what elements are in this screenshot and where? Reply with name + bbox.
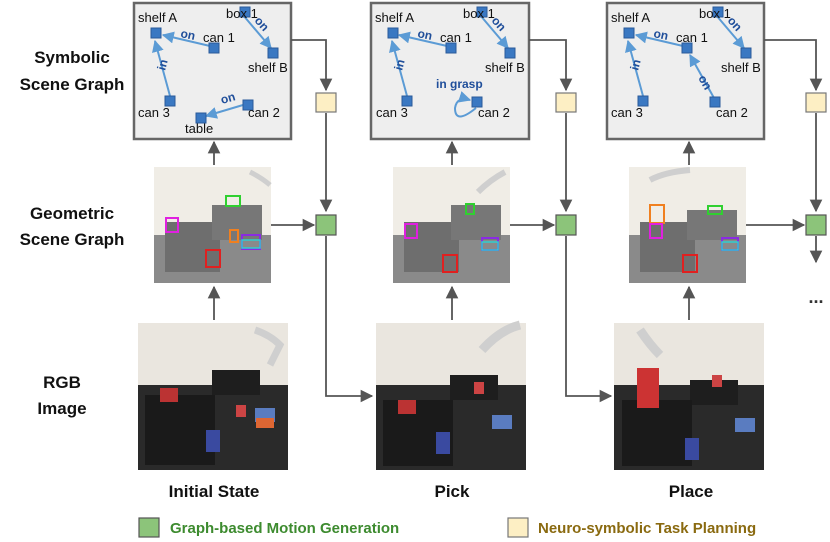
task-planning-node xyxy=(555,92,577,113)
row-label-geometric: Geometric Scene Graph xyxy=(20,204,125,249)
geometric-scene-graph-image xyxy=(393,167,510,283)
node-shelf-b xyxy=(267,47,279,59)
rgb-image xyxy=(138,323,288,470)
svg-text:can 1: can 1 xyxy=(203,30,235,45)
svg-text:on: on xyxy=(652,26,669,43)
row-label-symbolic: Symbolic Scene Graph xyxy=(20,48,125,94)
node-table xyxy=(195,112,207,124)
node-box-1 xyxy=(712,6,724,18)
node-can-1 xyxy=(445,42,457,54)
node-can-3 xyxy=(164,95,176,107)
svg-text:on: on xyxy=(695,73,714,93)
node-can-3 xyxy=(637,95,649,107)
svg-text:on: on xyxy=(179,26,196,43)
svg-text:Image: Image xyxy=(37,399,86,418)
node-shelf-a xyxy=(150,27,162,39)
node-shelf-b xyxy=(504,47,516,59)
svg-text:in: in xyxy=(391,58,407,72)
motion-generation-node xyxy=(805,214,827,236)
symbolic-scene-graph-panel: shelf A box 1 can 1 shelf B can 3 can 2 … xyxy=(132,1,293,141)
motion-generation-node xyxy=(315,214,337,236)
svg-text:on: on xyxy=(416,26,433,43)
motion-generation-node xyxy=(555,214,577,236)
ellipsis: ... xyxy=(808,287,823,307)
geometric-scene-graph-image xyxy=(154,167,272,283)
node-can-2 xyxy=(471,96,483,108)
node-box-1 xyxy=(239,6,251,18)
svg-text:Scene Graph: Scene Graph xyxy=(20,75,125,94)
symbolic-scene-graph-panel: shelf A box 1 can 1 shelf B can 3 can 2 … xyxy=(369,1,531,141)
legend-planning-swatch xyxy=(507,517,529,538)
svg-text:shelf A: shelf A xyxy=(375,10,414,25)
svg-text:Symbolic: Symbolic xyxy=(34,48,110,67)
svg-text:can 2: can 2 xyxy=(478,105,510,120)
svg-text:can 3: can 3 xyxy=(611,105,643,120)
column-place: shelf A box 1 can 1 shelf B can 3 can 2 … xyxy=(605,1,766,501)
node-can-2 xyxy=(709,96,721,108)
row-label-rgb: RGB Image xyxy=(37,373,86,418)
svg-text:shelf B: shelf B xyxy=(721,60,761,75)
svg-text:on: on xyxy=(219,89,237,107)
column-pick: shelf A box 1 can 1 shelf B can 3 can 2 … xyxy=(369,1,531,501)
legend-planning-label: Neuro-symbolic Task Planning xyxy=(538,520,756,537)
node-shelf-b xyxy=(740,47,752,59)
flow-connectors xyxy=(207,39,823,403)
task-planning-node xyxy=(805,92,827,113)
column-label: Pick xyxy=(435,482,471,501)
svg-text:can 1: can 1 xyxy=(440,30,472,45)
node-can-3 xyxy=(401,95,413,107)
legend-motion-label: Graph-based Motion Generation xyxy=(170,520,399,537)
svg-text:shelf B: shelf B xyxy=(248,60,288,75)
svg-text:shelf A: shelf A xyxy=(611,10,650,25)
node-box-1 xyxy=(476,6,488,18)
svg-text:box 1: box 1 xyxy=(226,6,258,21)
svg-text:shelf A: shelf A xyxy=(138,10,177,25)
svg-text:in: in xyxy=(627,58,643,72)
legend: Graph-based Motion Generation Neuro-symb… xyxy=(138,517,756,538)
symbolic-scene-graph-panel: shelf A box 1 can 1 shelf B can 3 can 2 … xyxy=(605,1,766,141)
svg-text:can 2: can 2 xyxy=(248,105,280,120)
rgb-image xyxy=(376,320,526,470)
svg-text:box 1: box 1 xyxy=(463,6,495,21)
svg-text:can 2: can 2 xyxy=(716,105,748,120)
node-can-1 xyxy=(681,42,693,54)
task-planning-node xyxy=(315,92,337,113)
svg-text:Scene Graph: Scene Graph xyxy=(20,230,125,249)
node-shelf-a xyxy=(387,27,399,39)
svg-text:shelf B: shelf B xyxy=(485,60,525,75)
node-can-2 xyxy=(242,99,254,111)
svg-text:box 1: box 1 xyxy=(699,6,731,21)
svg-text:table: table xyxy=(185,121,213,136)
rgb-image xyxy=(614,323,764,470)
svg-text:can 3: can 3 xyxy=(376,105,408,120)
column-initial-state: shelf A box 1 can 1 shelf B can 3 can 2 … xyxy=(132,1,293,501)
legend-motion-swatch xyxy=(138,517,160,538)
column-label: Initial State xyxy=(169,482,260,501)
svg-text:in grasp: in grasp xyxy=(436,77,483,91)
svg-text:in: in xyxy=(154,58,170,72)
node-can-1 xyxy=(208,42,220,54)
svg-text:can 1: can 1 xyxy=(676,30,708,45)
svg-text:can 3: can 3 xyxy=(138,105,170,120)
column-label: Place xyxy=(669,482,713,501)
svg-text:RGB: RGB xyxy=(43,373,81,392)
geometric-scene-graph-image xyxy=(629,167,746,283)
node-shelf-a xyxy=(623,27,635,39)
svg-text:Geometric: Geometric xyxy=(30,204,114,223)
